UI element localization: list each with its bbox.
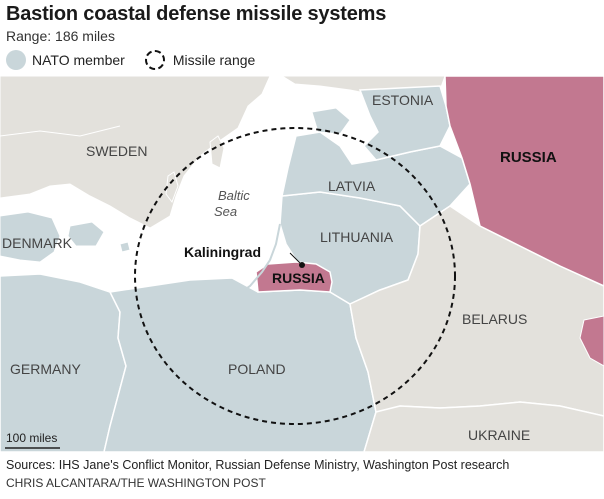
legend-nato-label: NATO member xyxy=(32,52,125,68)
legend: NATO member Missile range xyxy=(6,49,255,71)
scale-label: 100 miles xyxy=(6,431,57,445)
missile-range-ring xyxy=(134,127,456,425)
label-baltic: Baltic xyxy=(218,188,250,203)
label-kaliningrad-city: Kaliningrad xyxy=(184,244,261,260)
label-sweden: SWEDEN xyxy=(86,143,147,159)
sources-text: Sources: IHS Jane's Conflict Monitor, Ru… xyxy=(6,458,510,472)
bornholm-island xyxy=(119,241,131,253)
city-leader-line xyxy=(289,252,302,265)
label-estonia: ESTONIA xyxy=(372,92,434,108)
credit-text: CHRIS ALCANTARA/THE WASHINGTON POST xyxy=(6,476,266,490)
estonia-land xyxy=(358,85,451,161)
range-ring-swatch xyxy=(144,50,165,70)
label-ukraine: UKRAINE xyxy=(468,427,530,443)
russia-mainland xyxy=(444,76,604,287)
scandinavia-land xyxy=(0,76,271,229)
map: ESTONIA SWEDEN RUSSIA LATVIA Baltic Sea … xyxy=(0,76,604,452)
russia-sliver xyxy=(579,315,604,367)
label-lithuania: LITHUANIA xyxy=(320,229,394,245)
nato-swatch xyxy=(6,50,26,70)
ukraine-land xyxy=(363,401,604,452)
sweden-norway-border xyxy=(0,125,121,137)
label-poland: POLAND xyxy=(228,361,286,377)
map-svg: ESTONIA SWEDEN RUSSIA LATVIA Baltic Sea … xyxy=(0,76,604,452)
denmark-island xyxy=(67,221,105,247)
curonian-spit xyxy=(235,223,281,297)
chart-subtitle: Range: 186 miles xyxy=(6,28,115,44)
legend-range-label: Missile range xyxy=(172,52,256,68)
oland-island xyxy=(165,171,179,204)
footer: Sources: IHS Jane's Conflict Monitor, Ru… xyxy=(6,456,509,492)
label-sea: Sea xyxy=(214,204,237,219)
kaliningrad-marker xyxy=(299,262,305,268)
label-latvia: LATVIA xyxy=(328,178,376,194)
label-denmark: DENMARK xyxy=(2,235,73,251)
denmark-land xyxy=(0,211,61,263)
label-belarus: BELARUS xyxy=(462,311,527,327)
kaliningrad-land xyxy=(255,261,333,293)
chart-title: Bastion coastal defense missile systems xyxy=(6,3,387,25)
label-germany: GERMANY xyxy=(10,361,81,377)
label-kaliningrad-russia: RUSSIA xyxy=(272,270,325,286)
label-russia-main: RUSSIA xyxy=(500,149,557,166)
